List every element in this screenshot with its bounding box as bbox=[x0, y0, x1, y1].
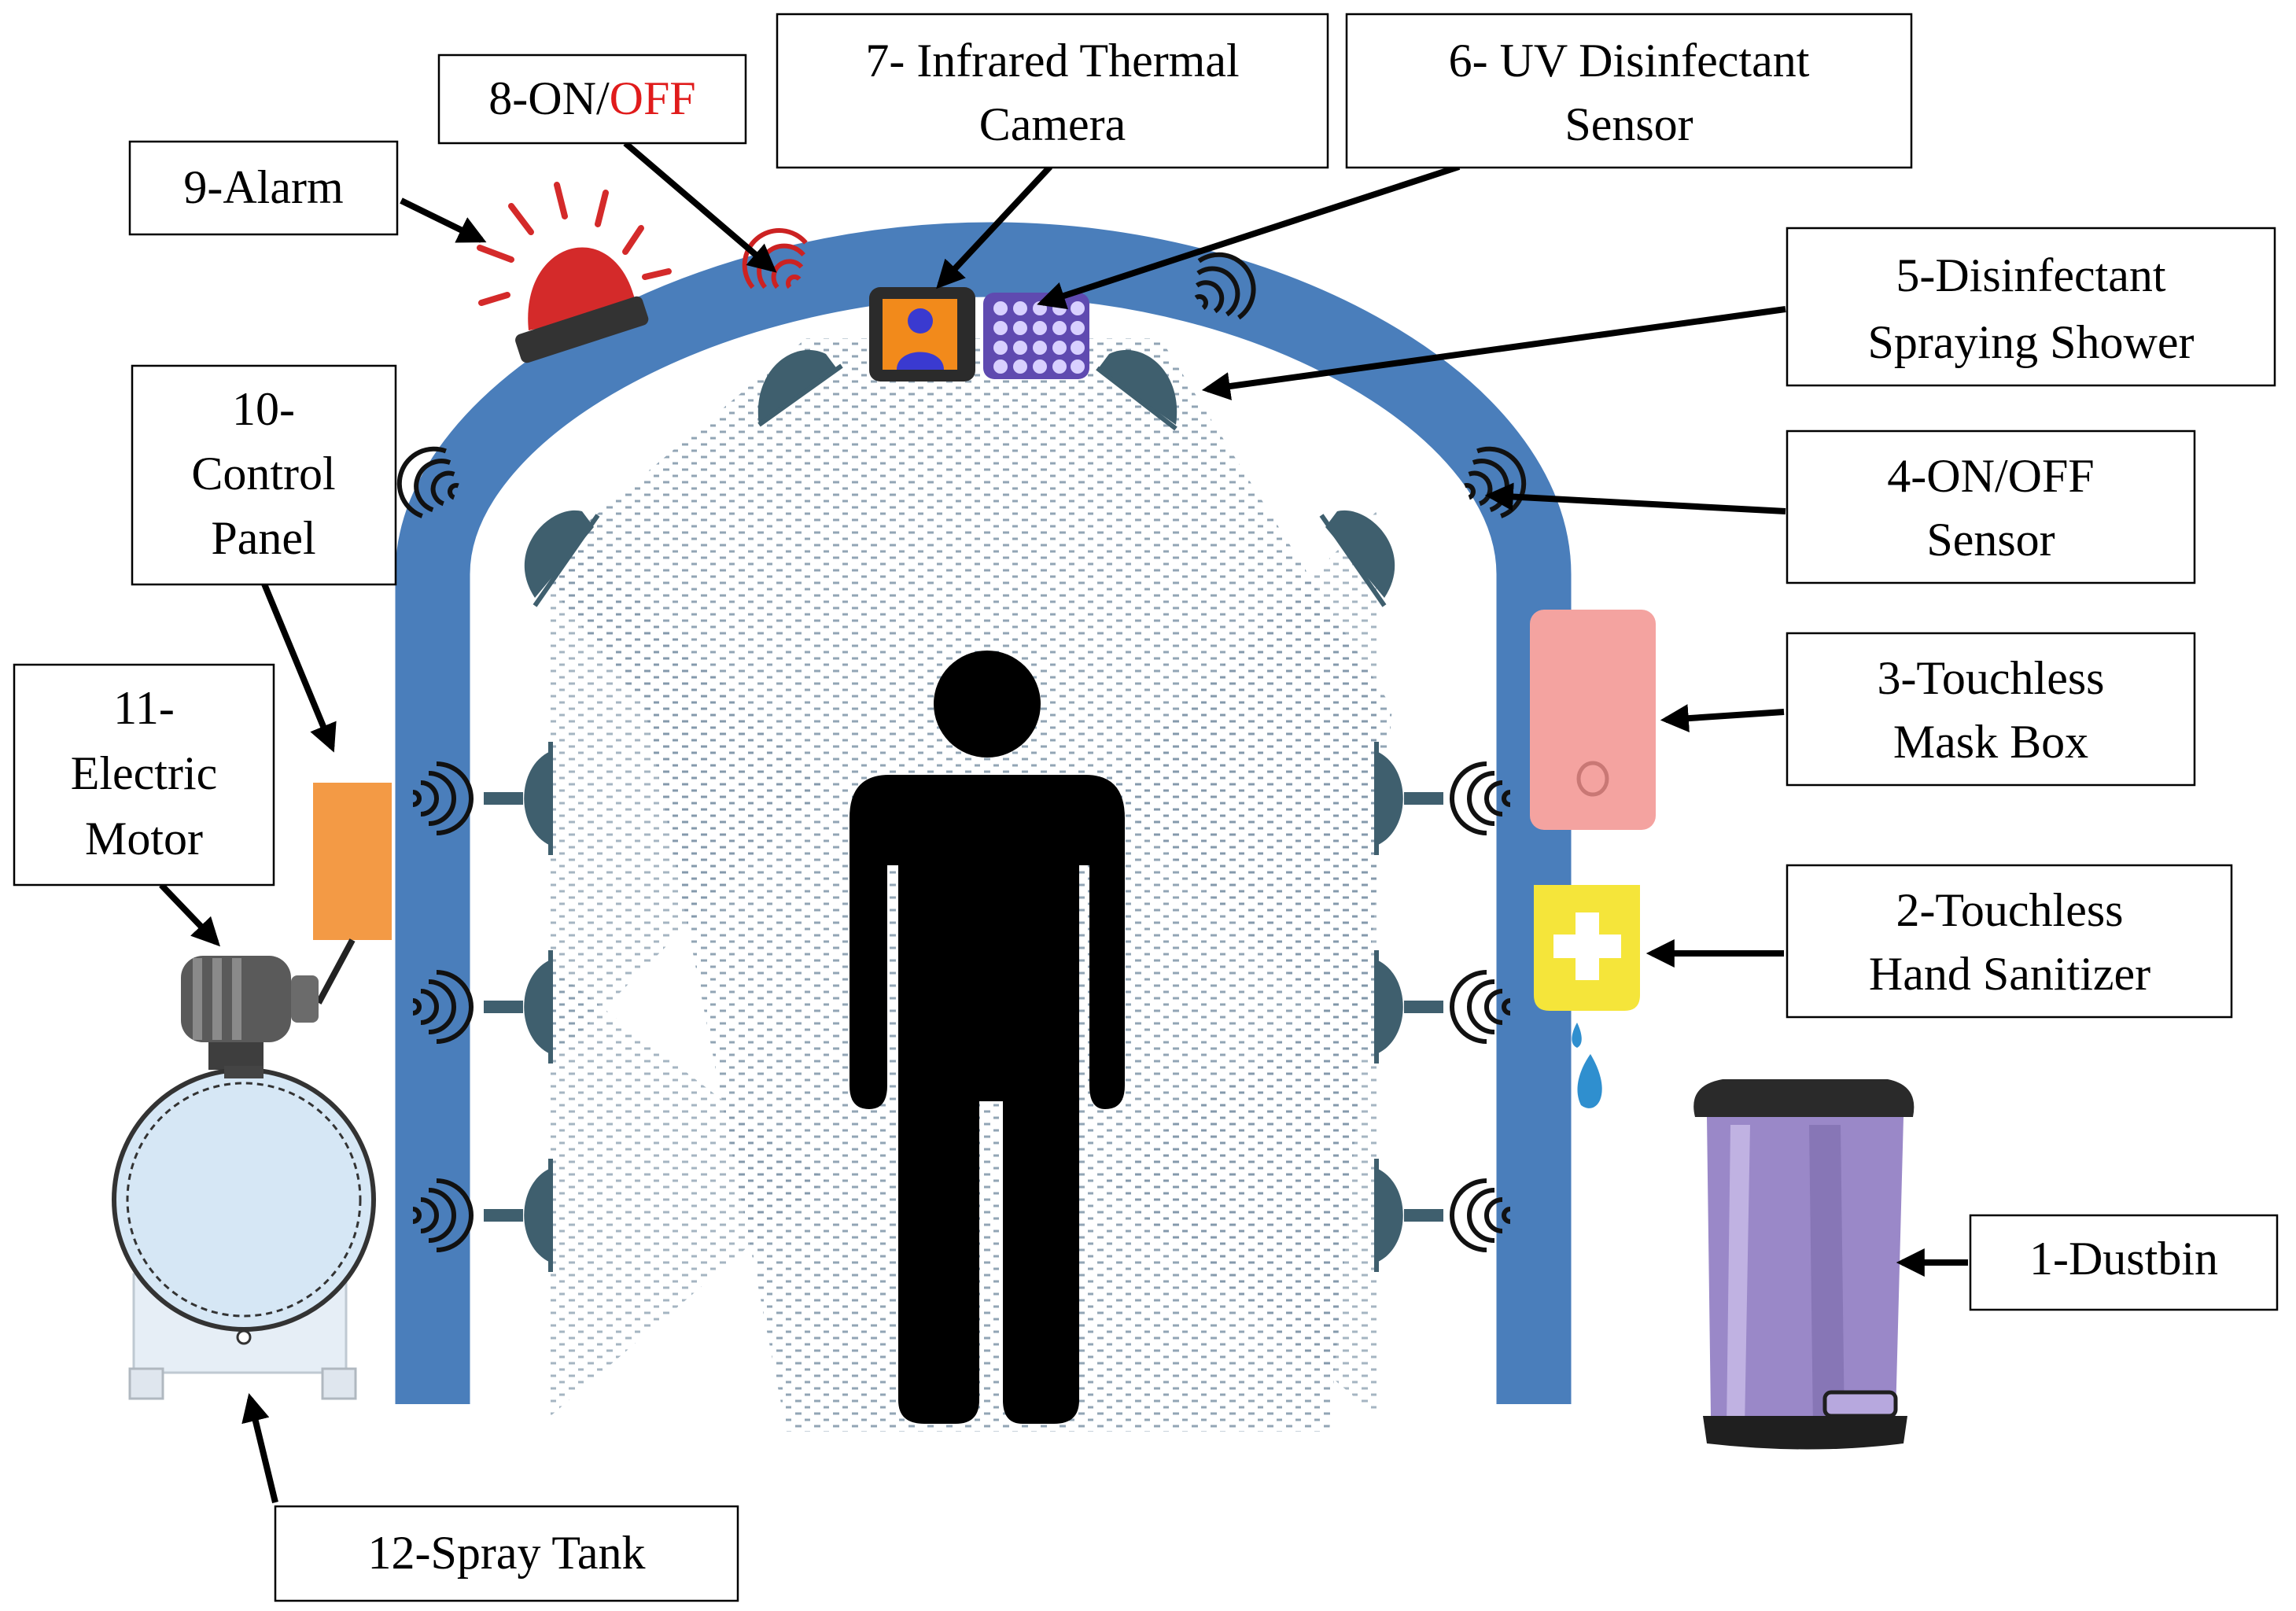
label-mask-box-line2: Mask Box bbox=[1893, 716, 2088, 768]
label-hand-sanitizer-line2: Hand Sanitizer bbox=[1869, 948, 2150, 1000]
label-on-off: 8-ON/OFF bbox=[437, 53, 747, 145]
label-spray-tank: 12-Spray Tank bbox=[274, 1505, 739, 1602]
control-panel-icon bbox=[313, 783, 392, 940]
side-nozzles-left bbox=[484, 742, 553, 1272]
electric-motor-icon bbox=[181, 956, 319, 1070]
shower-nozzle-icon bbox=[484, 742, 553, 855]
label-uv-sensor: 6- UV Disinfectant Sensor bbox=[1345, 13, 1913, 169]
side-nozzles-right bbox=[1374, 742, 1443, 1272]
label-control-panel-line2: Control bbox=[191, 448, 335, 500]
label-dustbin: 1-Dustbin bbox=[1969, 1214, 2279, 1311]
person-icon bbox=[849, 651, 1125, 1424]
dustbin-icon bbox=[1693, 1079, 1915, 1450]
leader-arrows bbox=[159, 140, 1968, 1503]
label-alarm: 9-Alarm bbox=[128, 140, 399, 236]
label-thermal-camera-line1: 7- Infrared Thermal bbox=[865, 35, 1239, 87]
label-electric-motor-line3: Motor bbox=[85, 813, 203, 864]
uv-sensor-icon bbox=[983, 293, 1089, 379]
shower-nozzle-icon bbox=[1319, 510, 1395, 607]
label-on-off-part1: 8-ON/ bbox=[488, 72, 610, 124]
label-alarm-text: 9-Alarm bbox=[183, 161, 343, 213]
alarm-icon bbox=[477, 182, 672, 363]
shower-nozzle-icon bbox=[1374, 742, 1443, 855]
label-control-panel-line1: 10- bbox=[232, 383, 295, 435]
label-hand-sanitizer: 2-Touchless Hand Sanitizer bbox=[1786, 864, 2233, 1019]
label-electric-motor-line1: 11- bbox=[113, 682, 175, 734]
shower-nozzle-icon bbox=[484, 1159, 553, 1272]
shower-nozzle-icon bbox=[484, 950, 553, 1064]
label-electric-motor-line2: Electric bbox=[71, 747, 218, 799]
shower-nozzle-icon bbox=[524, 510, 600, 607]
shower-nozzle-icon bbox=[1096, 349, 1177, 431]
label-thermal-camera-line2: Camera bbox=[979, 98, 1126, 150]
label-mask-box: 3-Touchless Mask Box bbox=[1786, 632, 2196, 787]
label-dustbin-text: 1-Dustbin bbox=[2029, 1233, 2218, 1285]
label-hand-sanitizer-line1: 2-Touchless bbox=[1896, 884, 2123, 936]
label-control-panel-line3: Panel bbox=[211, 512, 315, 564]
label-uv-sensor-line1: 6- UV Disinfectant bbox=[1449, 35, 1810, 87]
label-on-off-text: 8-ON/OFF bbox=[488, 72, 695, 124]
mask-box-icon bbox=[1530, 610, 1656, 830]
label-thermal-camera: 7- Infrared Thermal Camera bbox=[776, 13, 1329, 169]
label-mask-box-line1: 3-Touchless bbox=[1877, 652, 2104, 704]
shower-nozzle-icon bbox=[757, 349, 843, 427]
spray-tank-icon bbox=[112, 1066, 376, 1400]
label-control-panel: 10- Control Panel bbox=[131, 364, 397, 586]
label-disinfectant-shower: 5-Disinfectant Spraying Shower bbox=[1786, 227, 2276, 387]
label-on-off-sensor: 4-ON/OFF Sensor bbox=[1786, 429, 2196, 584]
label-on-off-part2: OFF bbox=[610, 72, 696, 124]
shower-nozzle-icon bbox=[1374, 950, 1443, 1064]
label-electric-motor: 11- Electric Motor bbox=[13, 663, 275, 887]
label-spray-tank-text: 12-Spray Tank bbox=[368, 1527, 646, 1579]
label-disinfectant-shower-line1: 5-Disinfectant bbox=[1896, 249, 2166, 301]
label-uv-sensor-line2: Sensor bbox=[1564, 98, 1693, 150]
control-motor-cable bbox=[315, 938, 356, 1005]
shower-nozzle-icon bbox=[1374, 1159, 1443, 1272]
hand-sanitizer-icon bbox=[1534, 885, 1640, 1108]
thermal-camera-icon bbox=[869, 287, 975, 382]
label-disinfectant-shower-line2: Spraying Shower bbox=[1868, 316, 2195, 368]
label-on-off-sensor-line2: Sensor bbox=[1926, 514, 2055, 566]
label-on-off-sensor-line1: 4-ON/OFF bbox=[1887, 450, 2094, 502]
disinfection-arch bbox=[395, 222, 1572, 1404]
